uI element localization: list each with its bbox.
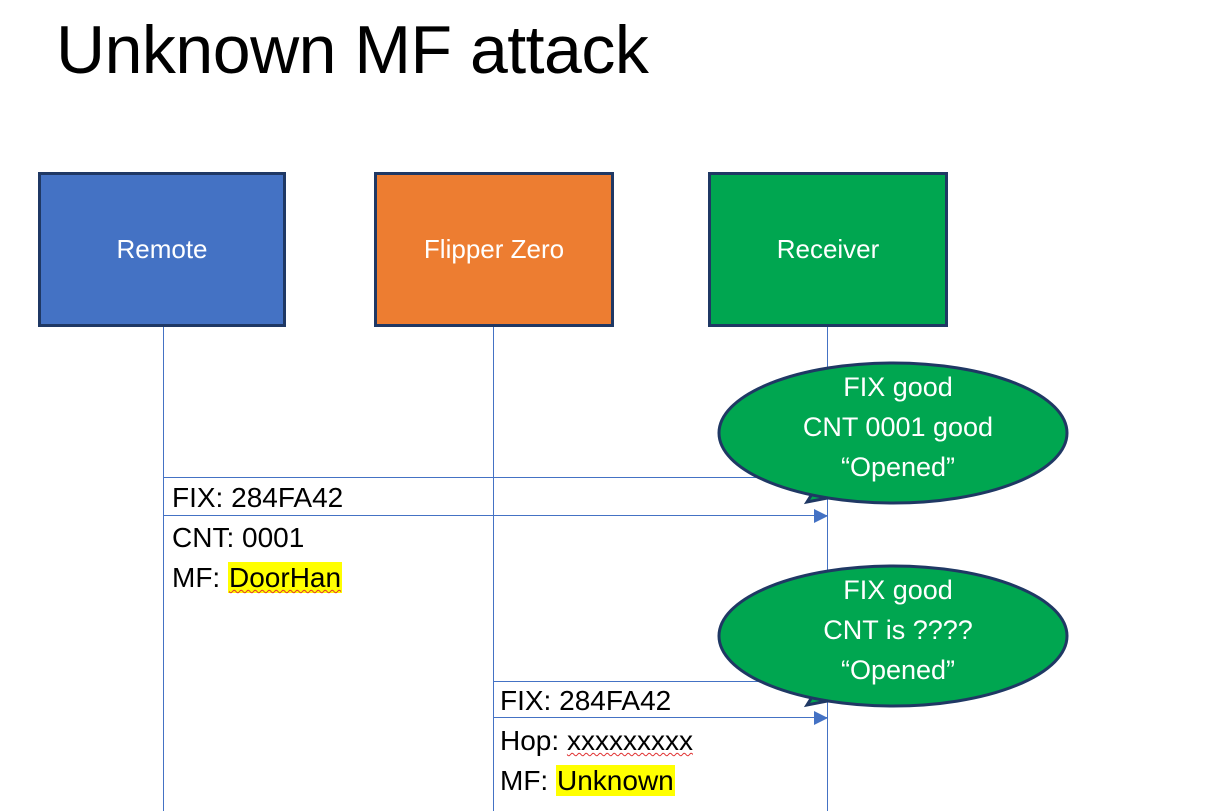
arrow-shaft [163,515,827,516]
message-line-value-highlighted: Unknown [556,765,675,796]
arrow-shaft [493,717,827,718]
message-line-value: xxxxxxxxx [566,725,693,756]
actor-box-remote[interactable]: Remote [38,172,286,327]
actor-label-remote: Remote [116,234,208,264]
callout-ellipse [717,361,1069,505]
actor-box-receiver[interactable]: Receiver [708,172,948,327]
message-line-value-highlighted: DoorHan [228,562,343,593]
message-line-prefix: FIX: [500,685,560,716]
message-arrow-flipper-to-receiver [493,711,828,725]
arrow-head-icon [814,711,828,725]
message-line: FIX: 284FA42 [172,478,343,518]
message-arrow-remote-to-receiver [163,509,828,523]
callout-bubble-receiver-response-2: FIX good CNT is ???? “Opened” [717,560,1079,725]
callout-bubble-receiver-response-1: FIX good CNT 0001 good “Opened” [717,357,1079,522]
message-line-prefix: MF: [172,562,228,593]
lifeline-flipper-zero [493,327,494,811]
message-line: MF: Unknown [500,761,675,801]
callout-shape [717,564,1069,708]
callout-shape [717,361,1069,505]
message-line-value: 284FA42 [559,685,672,716]
message-line-value: 0001 [242,522,305,553]
actor-label-receiver: Receiver [776,234,880,264]
message-divider-line [493,681,827,682]
message-divider-line [163,477,827,478]
lifeline-receiver [827,327,828,811]
page-title: Unknown MF attack [56,12,649,88]
message-line: MF: DoorHan [172,558,343,598]
lifeline-remote [163,327,164,811]
message-line: Hop: xxxxxxxxx [500,721,693,761]
actor-box-flipper-zero[interactable]: Flipper Zero [374,172,614,327]
message-line: FIX: 284FA42 [500,681,671,721]
message-line-prefix: CNT: [172,522,242,553]
actor-label-flipper-zero: Flipper Zero [423,234,565,264]
arrow-head-icon [814,509,828,523]
message-line-prefix: MF: [500,765,556,796]
message-line-prefix: FIX: [172,482,232,513]
message-line-prefix: Hop: [500,725,567,756]
message-line: CNT: 0001 [172,518,304,558]
callout-ellipse [717,564,1069,708]
message-line-value: 284FA42 [231,482,344,513]
